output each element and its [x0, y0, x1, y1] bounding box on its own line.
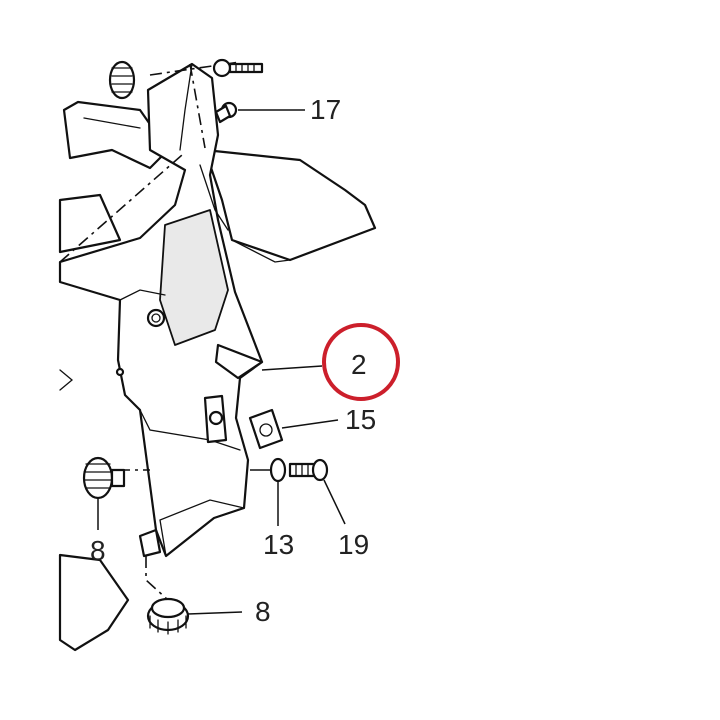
upper-cover-panel: [203, 148, 377, 263]
lower-left-panel: [58, 369, 130, 652]
callout-2: 2: [351, 349, 367, 380]
top-nut: [108, 60, 136, 100]
callout-15: 15: [345, 404, 376, 435]
leader-2: [261, 365, 323, 371]
callout-8-left: 8: [90, 535, 106, 566]
clip-nut-15: [248, 408, 339, 450]
highlight-ring: [322, 323, 400, 401]
callout-13: 13: [263, 529, 294, 560]
fender-part-2: [58, 62, 264, 558]
callout-19: 19: [338, 529, 369, 560]
nut-8-bottom: [146, 597, 243, 635]
screw-19: [288, 458, 346, 525]
washer-13: [250, 457, 287, 526]
callout-17: 17: [310, 94, 341, 125]
top-screw: [212, 58, 264, 78]
callout-8-bottom: 8: [255, 596, 271, 627]
screw-17: [214, 101, 305, 124]
nut-8-left: [82, 456, 126, 530]
upper-left-bracket: [58, 100, 170, 254]
